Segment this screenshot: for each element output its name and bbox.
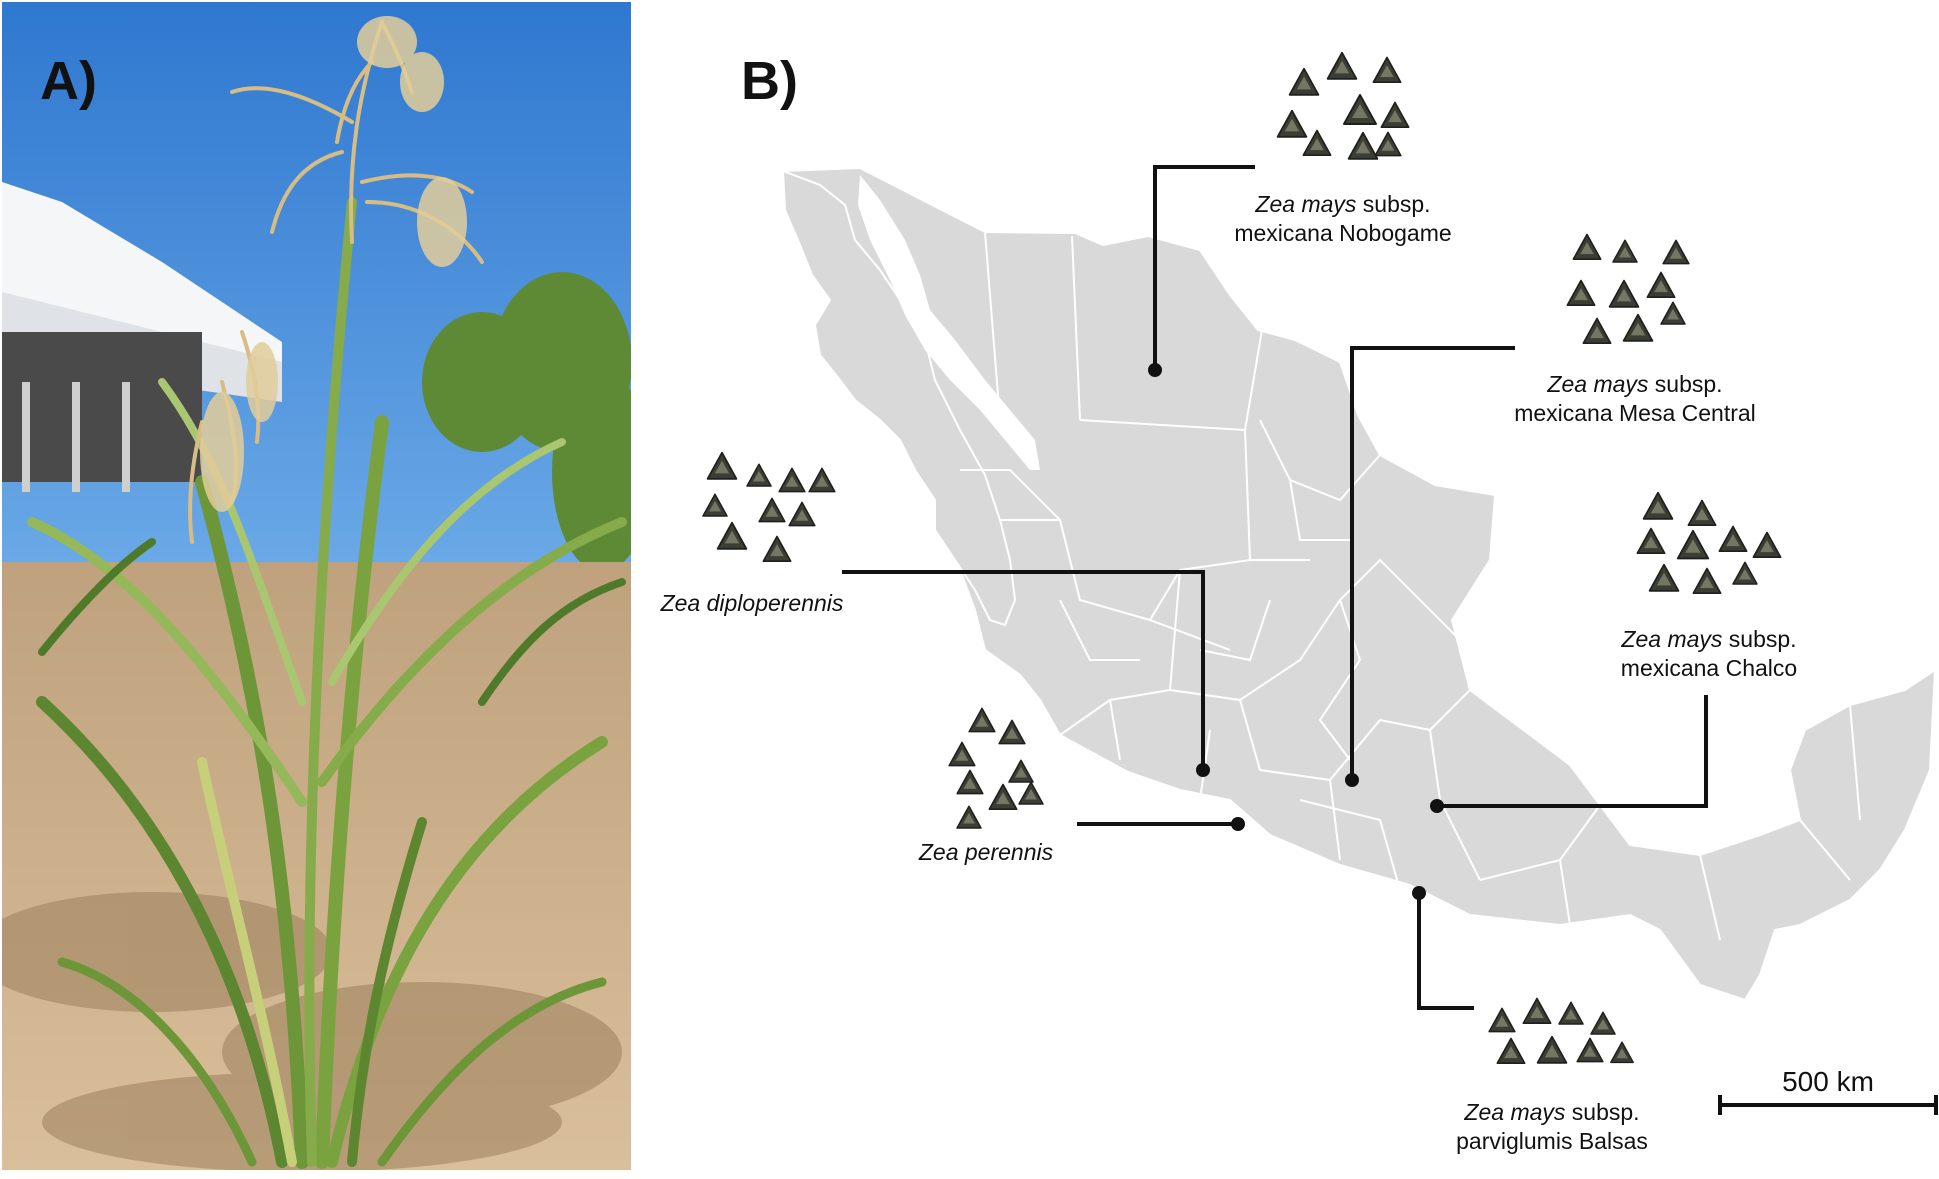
- label-chalco-line2: mexicana Chalco: [1621, 655, 1797, 681]
- white-tent: [2, 182, 282, 492]
- location-points: [1148, 363, 1444, 900]
- seed-cluster-mesa-central: [1566, 233, 1690, 345]
- scale-bar: [1718, 1095, 1938, 1115]
- map-panel: B): [631, 0, 1939, 1179]
- gulf-of-california: [858, 175, 1040, 470]
- point-nobogame: [1148, 363, 1162, 377]
- label-diploperennis: Zea diploperennis: [660, 590, 844, 616]
- background-crop: [422, 272, 631, 572]
- seed-cluster-nobogame: [1276, 51, 1410, 160]
- line-nobogame: [1153, 165, 1255, 370]
- panel-a-label: A): [40, 51, 97, 111]
- leader-lines: [842, 165, 1708, 1010]
- plant-photo-illustration: [2, 2, 631, 1170]
- label-mesa-central-line2: mexicana Mesa Central: [1514, 400, 1756, 426]
- point-balsas: [1412, 886, 1426, 900]
- mexico-states: [781, 166, 1937, 1002]
- label-balsas-line2: parviglumis Balsas: [1456, 1128, 1648, 1154]
- tassel-clusters: [200, 16, 467, 512]
- scale-bar-label: 500 km: [1782, 1066, 1874, 1097]
- line-balsas: [1417, 893, 1474, 1010]
- label-chalco: Zea mays subsp.: [1620, 626, 1796, 652]
- line-chalco: [1437, 695, 1708, 808]
- label-nobogame: Zea mays subsp.: [1254, 191, 1430, 217]
- line-mesa-central: [1350, 346, 1515, 780]
- point-mesa-central: [1345, 773, 1359, 787]
- point-perennis: [1231, 817, 1245, 831]
- label-balsas: Zea mays subsp.: [1463, 1099, 1639, 1125]
- panel-b-label: B): [741, 51, 798, 111]
- line-diploperennis: [842, 570, 1205, 770]
- teosinte-plant-photo: A): [2, 2, 631, 1170]
- seed-cluster-perennis: [948, 707, 1044, 829]
- label-mesa-central: Zea mays subsp.: [1546, 371, 1722, 397]
- point-chalco: [1430, 799, 1444, 813]
- state-borders: [960, 231, 1861, 941]
- point-diploperennis: [1196, 763, 1210, 777]
- seed-cluster-diploperennis: [702, 451, 836, 563]
- mexico-map: Zea mays subsp. mexicana Nobogame Zea ma…: [660, 51, 1938, 1154]
- species-labels: Zea mays subsp. mexicana Nobogame Zea ma…: [660, 191, 1798, 1154]
- seed-cluster-balsas: [1488, 997, 1634, 1065]
- plant-leaves: [27, 197, 627, 1169]
- seed-cluster-chalco: [1636, 491, 1782, 595]
- label-nobogame-line2: mexicana Nobogame: [1234, 220, 1451, 246]
- mexico-mainland: [781, 166, 1937, 1002]
- label-perennis: Zea perennis: [918, 839, 1054, 865]
